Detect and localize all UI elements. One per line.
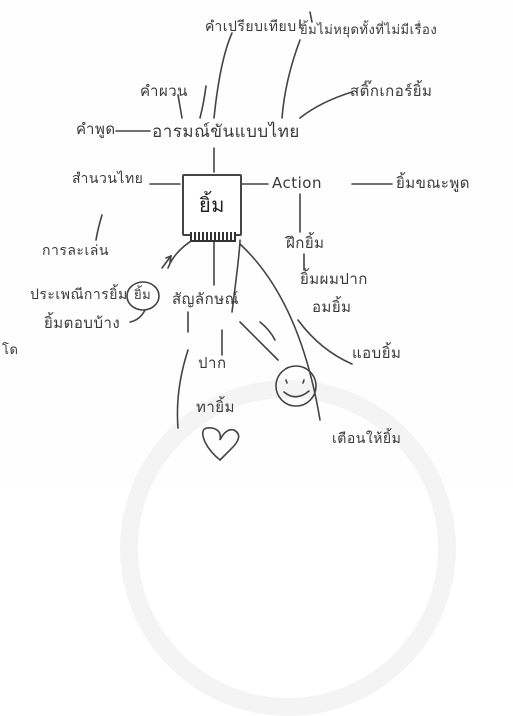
center-node: ยิ้ม [182,174,242,236]
node-phrases: คำผวน [140,84,188,99]
center-fringe [190,232,236,242]
node-thai-smile: อารมณ์ขันแบบไทย [152,124,300,141]
node-sneak: แอบยิ้ม [352,346,401,361]
mind-map-canvas: ยิ้ม คำผวน คำเปรียบเทียบ ยิ้มไม่หยุดทั้ง… [0,0,513,489]
node-proverb: ประเพณีการยิ้ม [30,288,128,302]
corner-mark: โด [2,344,18,357]
center-label: ยิ้ม [199,195,225,215]
node-practice: ฝึกยิ้ม [286,236,325,251]
node-words: คำพูด [76,122,116,137]
node-mouth-smile: ยิ้มผมปาก [300,272,368,287]
node-proverb-circle: ยิ้ม [134,289,151,302]
node-symbol: สัญลักษณ์ [172,292,239,307]
node-idioms: สำนวนไทย [72,172,143,186]
node-emotion: Action [272,176,322,191]
node-smile-back: ยิ้มตอบบ้าง [44,316,120,331]
node-sticker: สติ๊กเกอร์ยิ้ม [350,84,432,99]
node-mouth: ปาก [198,356,227,371]
node-laughing: ยิ้มไม่หยุดทั้งที่ไม่มีเรื่อง [300,24,437,37]
node-rhymes: คำเปรียบเทียบ [205,20,297,34]
node-mouth-shut: อมยิ้ม [312,300,352,315]
node-smile-face: ทายิ้ม [196,400,235,415]
node-make-smile: เตือนให้ยิ้ม [332,432,401,446]
node-emotion-detail: ยิ้มขณะพูด [396,176,470,191]
node-play: การละเล่น [42,244,109,258]
